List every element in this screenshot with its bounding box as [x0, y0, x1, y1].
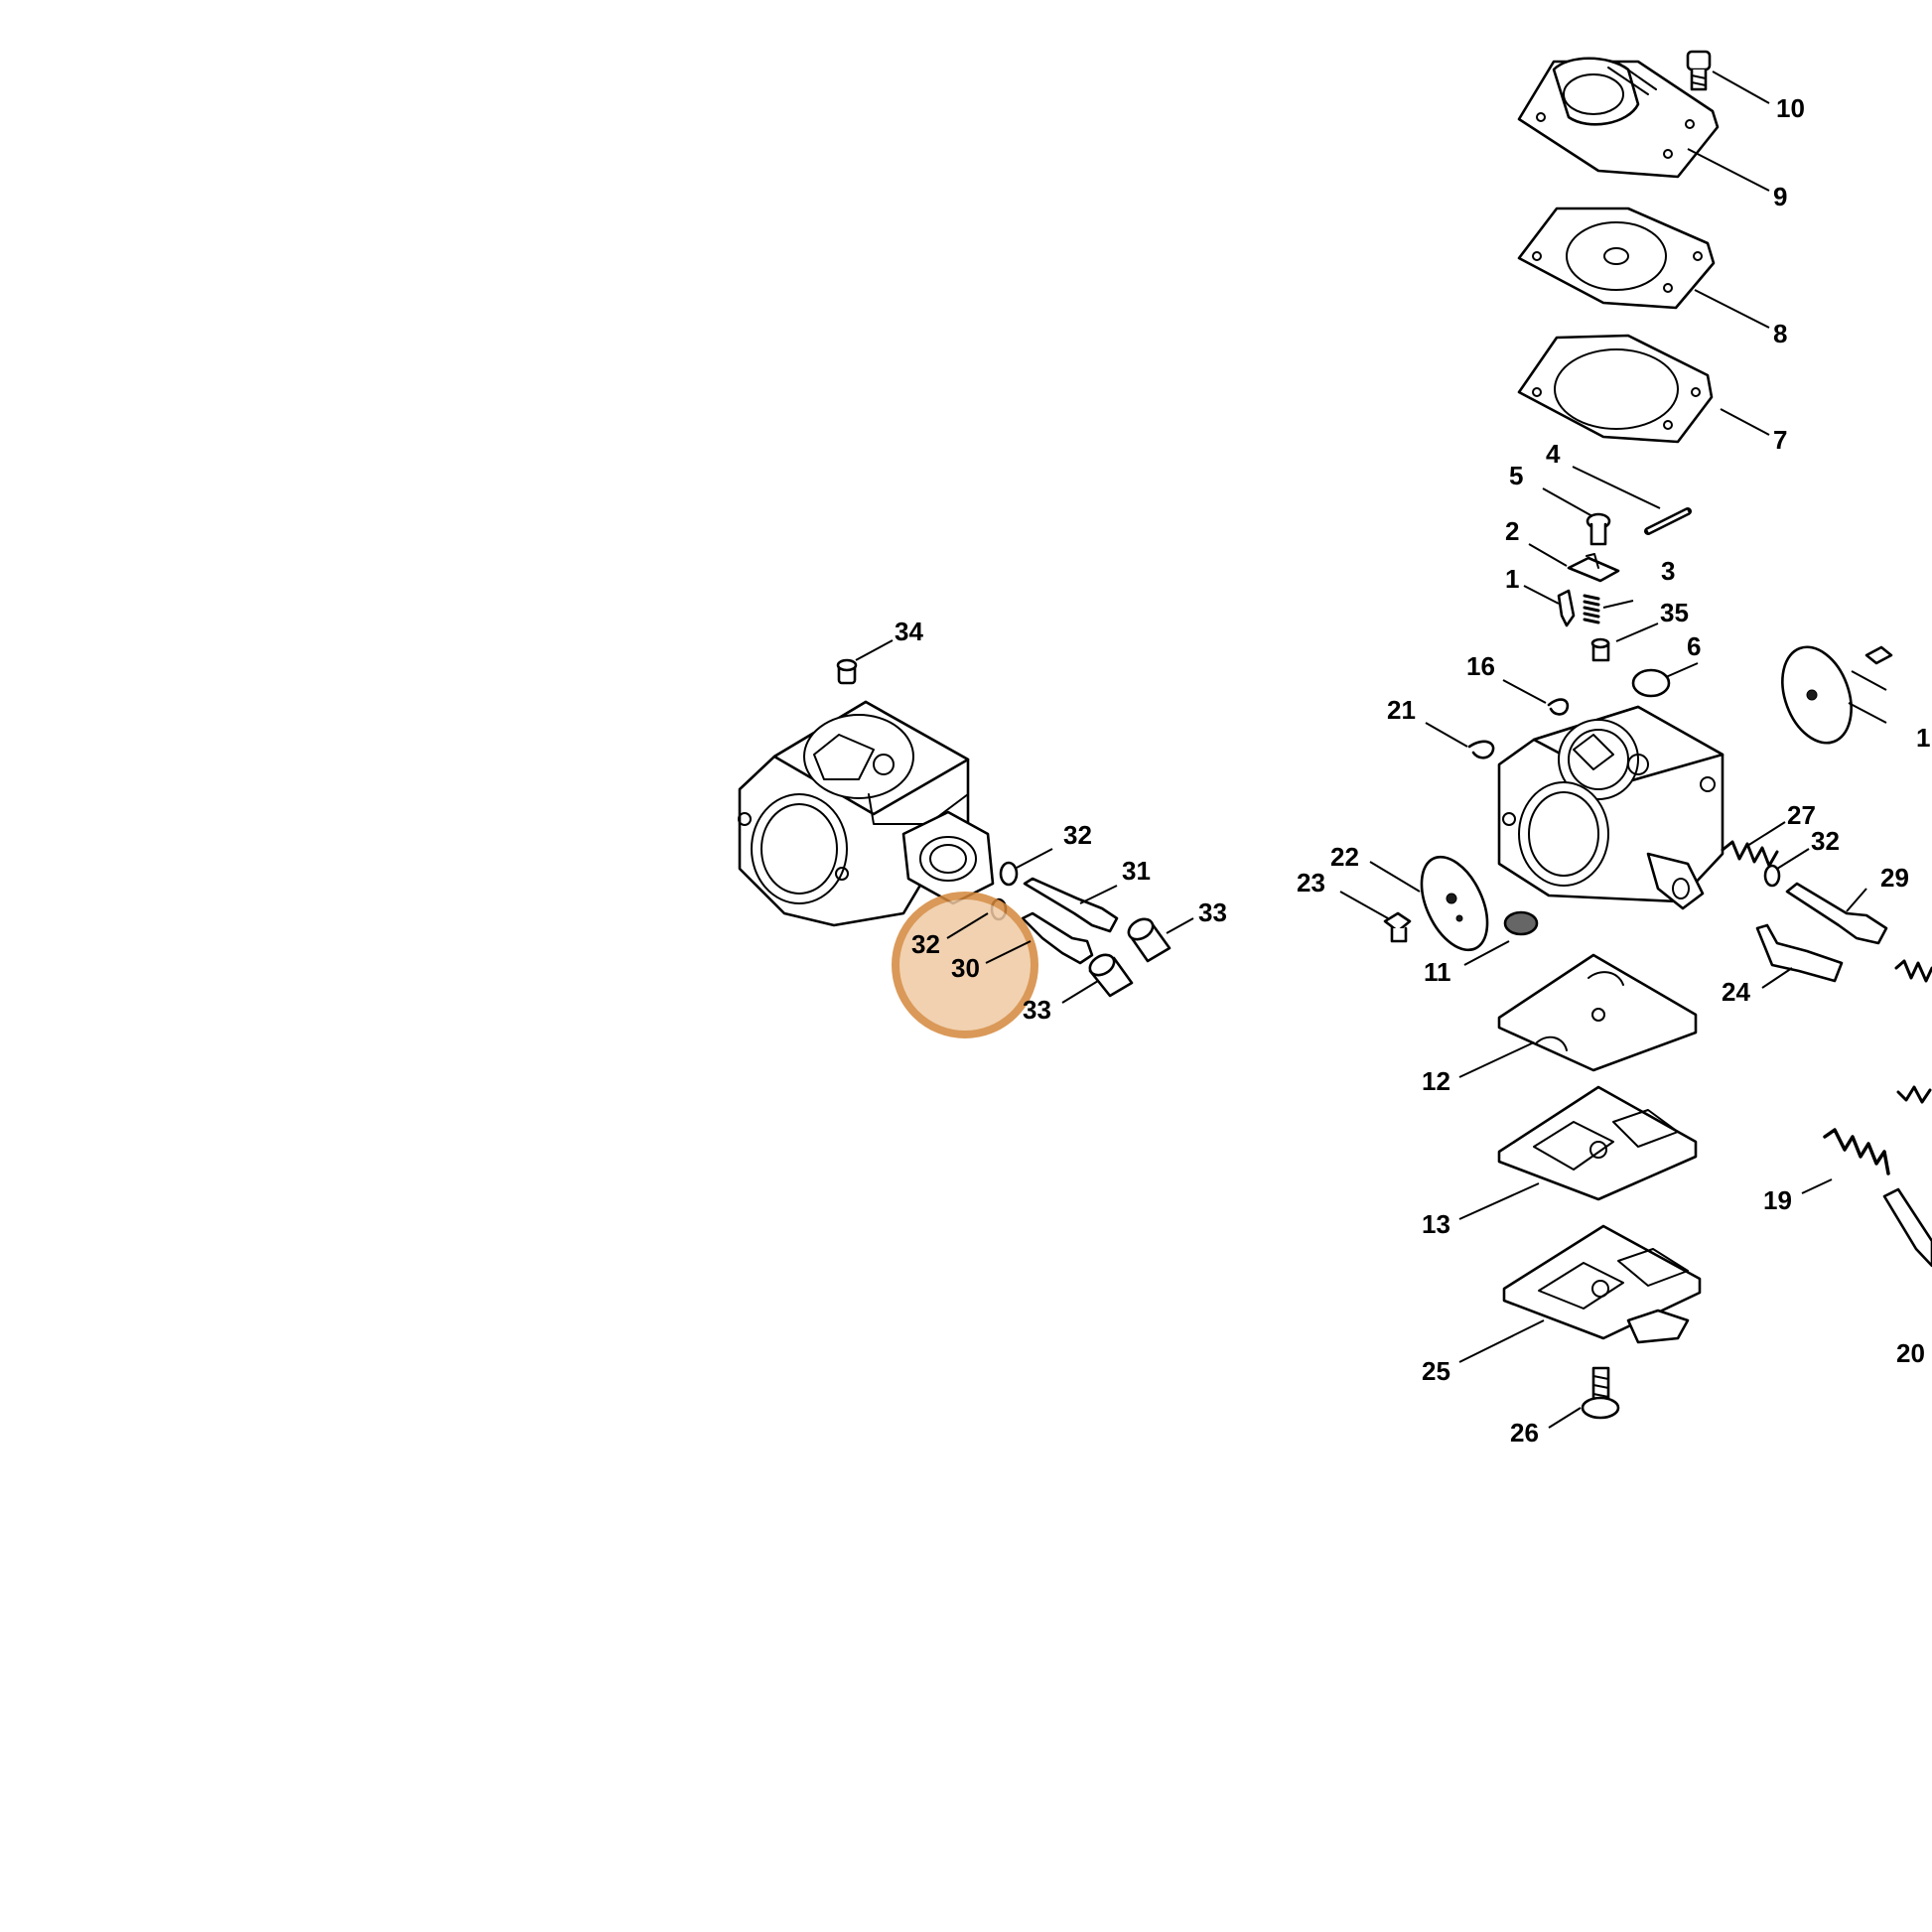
- part-35-plug: [1590, 637, 1610, 662]
- part-30-adjusting-screw: [1021, 911, 1094, 965]
- part-23-screw: [1383, 911, 1412, 943]
- callout-33-upper: 33: [1198, 897, 1227, 927]
- part-throttle-plate: [1781, 645, 1893, 745]
- callout-labels: 10 9 8 7 4 5 2 3 1 35 6 16 21 1 34 32 31…: [895, 93, 1930, 1448]
- callout-3: 3: [1661, 556, 1675, 586]
- highlight-marker: [892, 892, 1038, 1038]
- part-10-screw: [1686, 50, 1712, 91]
- callout-19: 19: [1763, 1185, 1792, 1215]
- part-9-pump-cover: [1517, 57, 1720, 179]
- part-20-screw: [1882, 1187, 1932, 1268]
- part-32-o-ring-upper: [999, 861, 1019, 887]
- callout-24: 24: [1722, 977, 1750, 1007]
- callout-25: 25: [1422, 1356, 1450, 1386]
- part-12-metering-diaphragm: [1497, 953, 1698, 1072]
- part-26-screw: [1581, 1366, 1620, 1420]
- callout-6: 6: [1687, 631, 1701, 661]
- callout-30: 30: [951, 953, 980, 983]
- part-22-throttle-shutter: [1420, 855, 1489, 952]
- part-4-pin: [1644, 507, 1692, 535]
- callout-34: 34: [895, 617, 923, 646]
- part-spring-edge: [1894, 959, 1932, 983]
- part-11-fuel-screen: [1503, 910, 1539, 936]
- callout-32-upper: 32: [1063, 820, 1092, 850]
- callout-8: 8: [1773, 319, 1787, 348]
- part-16-clip: [1547, 698, 1570, 716]
- callout-29: 29: [1880, 863, 1909, 893]
- callout-26: 26: [1510, 1418, 1539, 1448]
- callout-5: 5: [1509, 461, 1523, 490]
- callout-23: 23: [1297, 868, 1325, 897]
- part-8-pump-diaphragm: [1517, 207, 1716, 310]
- part-34-plug: [836, 658, 858, 685]
- callout-22: 22: [1330, 842, 1359, 872]
- callout-7: 7: [1773, 425, 1787, 455]
- part-33-limiter-cap-lower: [1088, 953, 1134, 998]
- callout-9: 9: [1773, 182, 1787, 211]
- callout-21: 21: [1387, 695, 1416, 725]
- callout-16: 16: [1466, 651, 1495, 681]
- callout-33-lower: 33: [1023, 995, 1051, 1025]
- part-spring-top-right: [1896, 1085, 1932, 1104]
- part-19-spring: [1823, 1128, 1890, 1175]
- part-carburetor-body-left: [738, 700, 995, 927]
- leader-lines: [855, 70, 1887, 1429]
- part-31-adjusting-screw: [1023, 877, 1119, 933]
- callout-31: 31: [1122, 856, 1151, 886]
- part-3-spring: [1583, 594, 1600, 624]
- part-27-spring: [1721, 840, 1779, 868]
- part-7-gasket: [1517, 334, 1714, 444]
- part-24-adjusting-screw: [1755, 923, 1844, 983]
- part-21-clip: [1467, 740, 1495, 759]
- part-29-adjusting-screw: [1785, 882, 1888, 945]
- part-1-inlet-needle: [1557, 589, 1576, 627]
- callout-35: 35: [1660, 598, 1689, 627]
- part-5-screw: [1586, 512, 1611, 546]
- part-25-metering-cover: [1502, 1224, 1702, 1344]
- callout-1: 1: [1505, 564, 1519, 594]
- callout-10: 10: [1776, 93, 1805, 123]
- callout-27: 27: [1787, 800, 1816, 830]
- callout-11: 11: [1424, 957, 1451, 987]
- callout-20: 20: [1896, 1338, 1925, 1368]
- part-32-o-ring: [1763, 864, 1781, 888]
- callout-12: 12: [1422, 1066, 1450, 1096]
- callout-1-right: 1: [1916, 723, 1930, 753]
- callout-13: 13: [1422, 1209, 1450, 1239]
- part-6-welch-plug: [1631, 668, 1671, 698]
- part-13-gasket: [1497, 1085, 1698, 1201]
- part-carburetor-body: [1497, 705, 1725, 910]
- callout-2: 2: [1505, 516, 1519, 546]
- callout-32-right: 32: [1811, 826, 1840, 856]
- callout-4: 4: [1546, 439, 1561, 469]
- callout-32-lower: 32: [911, 929, 940, 959]
- part-33-limiter-cap-upper: [1127, 917, 1172, 963]
- part-2-inlet-lever: [1567, 553, 1620, 583]
